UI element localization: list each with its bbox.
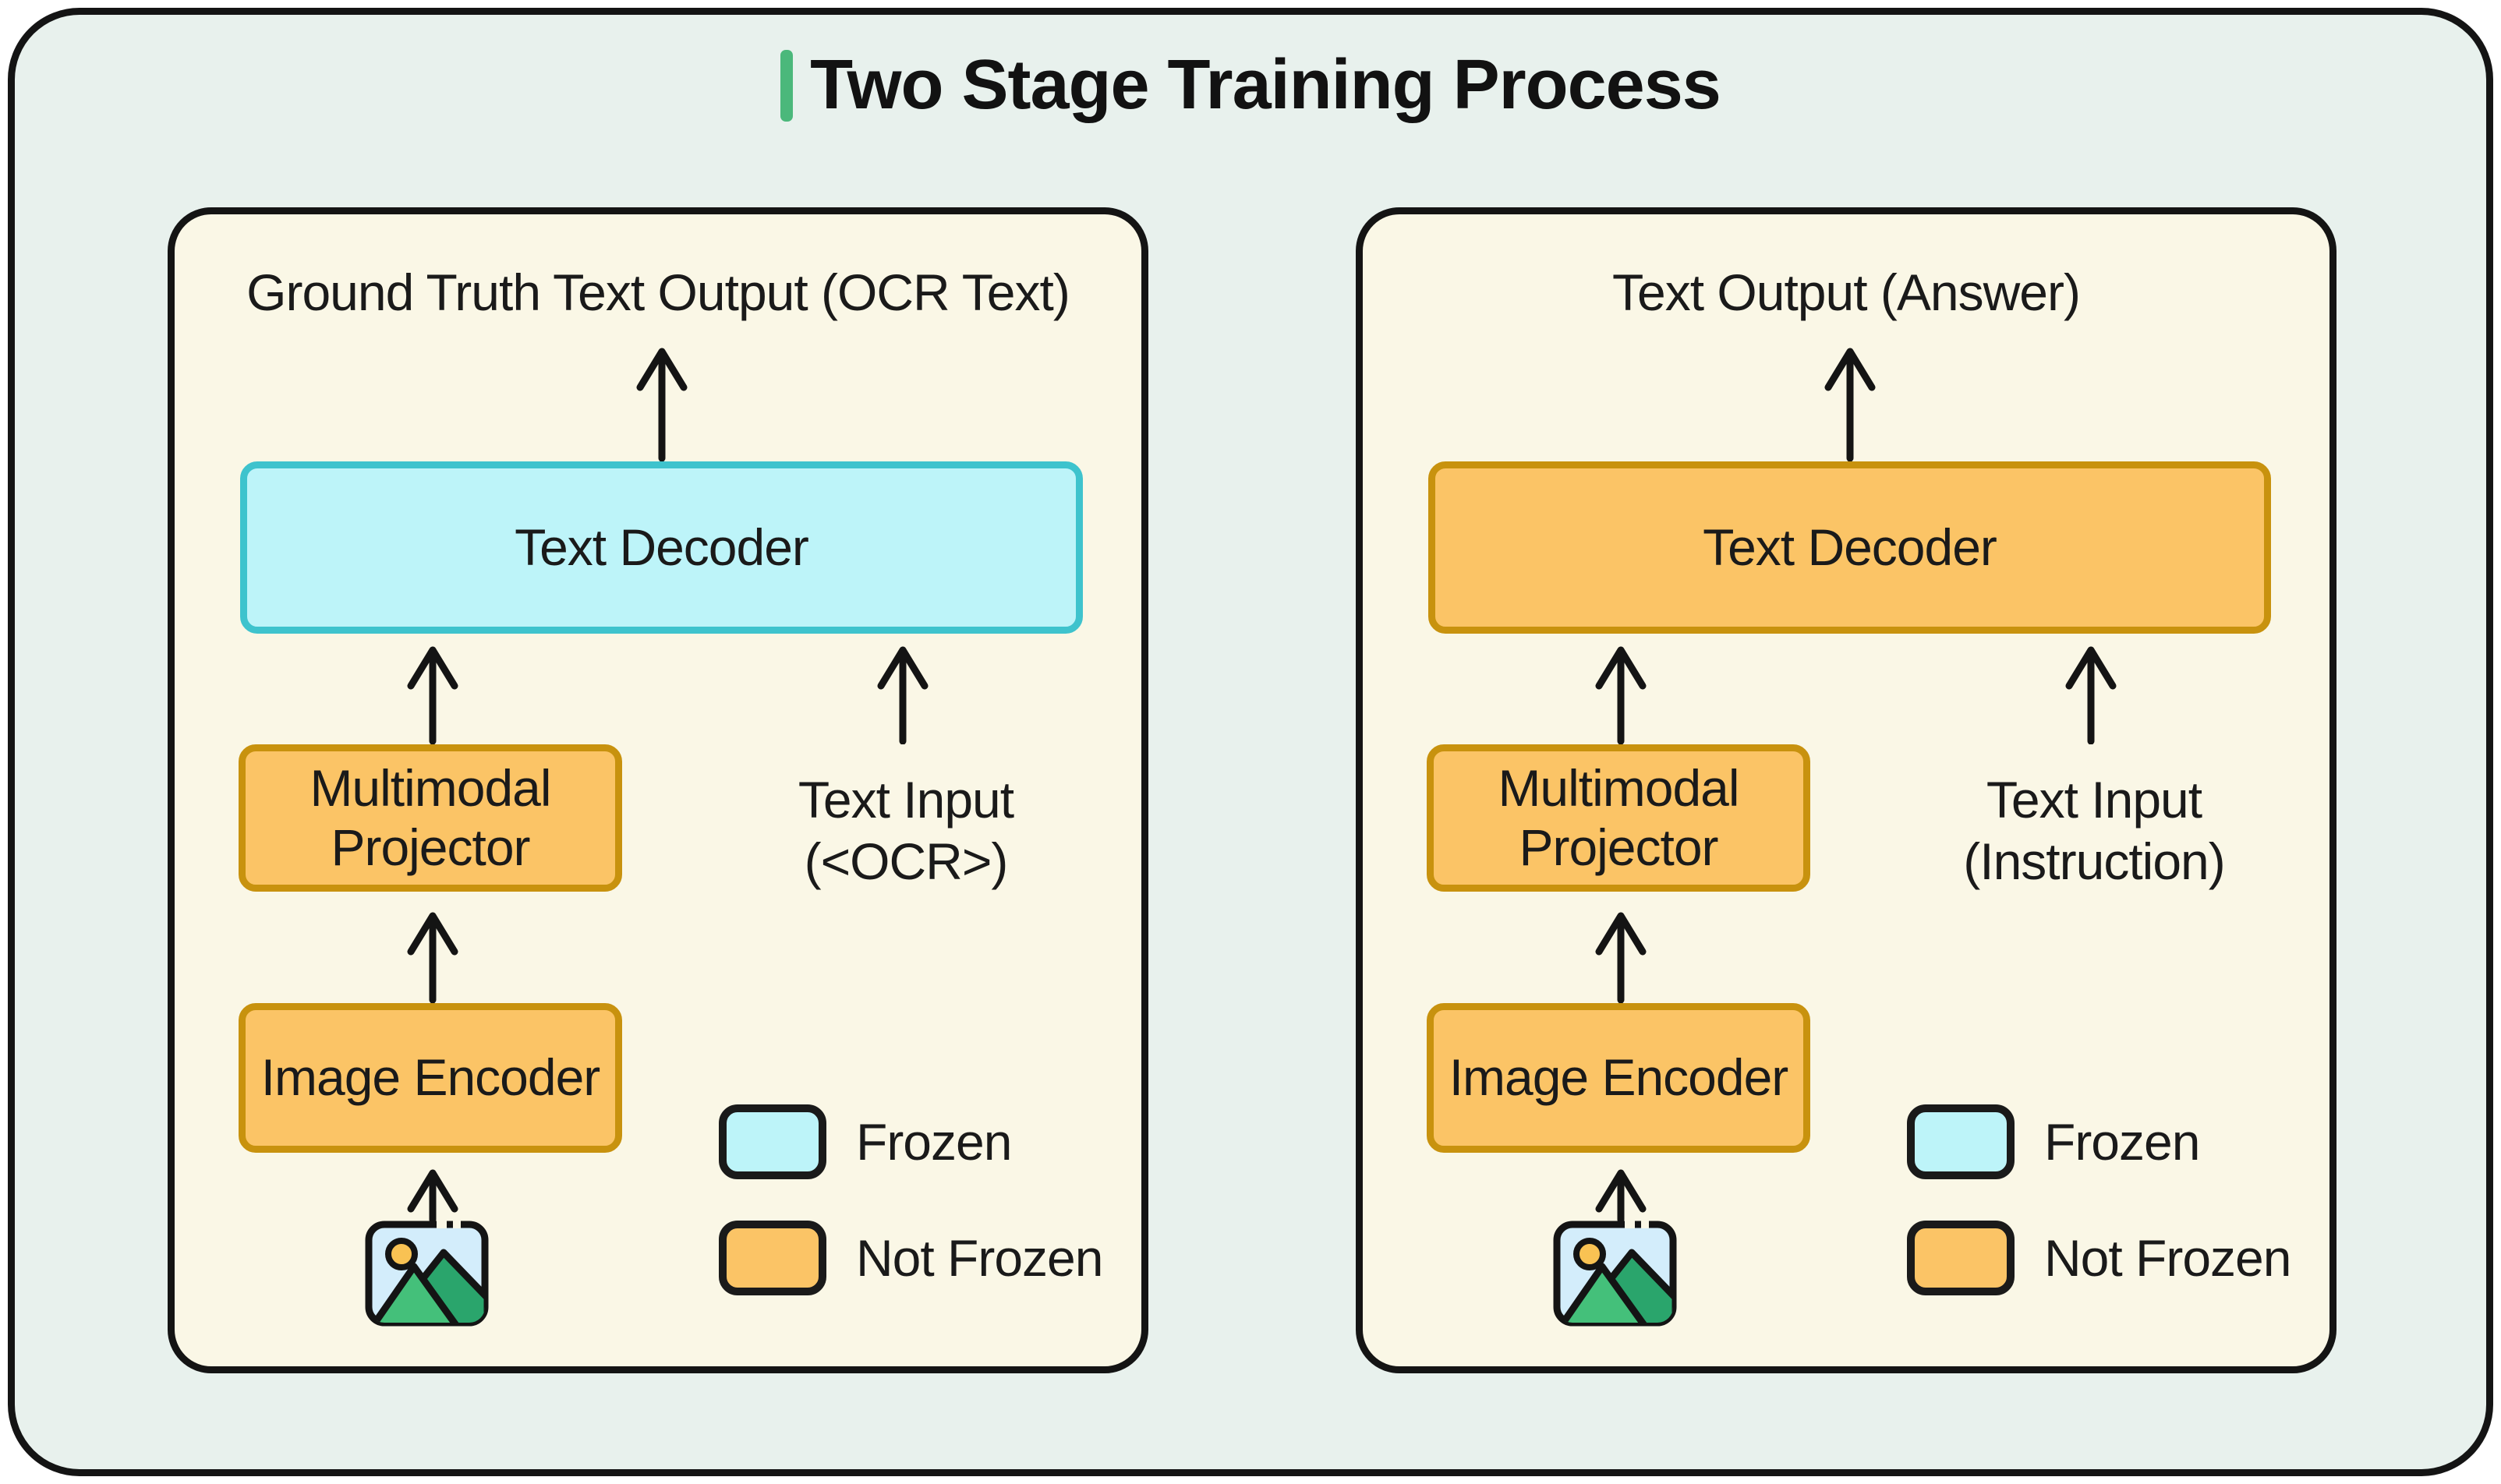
arrow-up-icon: [877, 646, 929, 744]
title-accent-bar: [780, 49, 794, 122]
legend-frozen-label: Frozen: [856, 1113, 1012, 1171]
text-input-line1: Text Input: [1986, 771, 2202, 829]
legend-row-not-frozen: Not Frozen: [719, 1221, 1103, 1295]
arrow-up-icon: [1824, 348, 1876, 461]
text-decoder-label: Text Decoder: [1703, 518, 1997, 576]
arrow-up-icon: [1595, 1169, 1647, 1223]
arrow-up-icon: [1595, 646, 1647, 744]
stage2-panel: Text Output (Answer) Text Decoder Multim…: [1356, 207, 2337, 1373]
text-input-label: Text Input (Instruction): [1907, 769, 2281, 892]
image-icon: [1553, 1218, 1677, 1327]
stage1-panel: Ground Truth Text Output (OCR Text) Text…: [168, 207, 1148, 1373]
projector-label-line1: Multimodal: [1498, 758, 1739, 817]
text-input-label: Text Input (<OCR>): [719, 769, 1093, 892]
arrow-up-icon: [1595, 912, 1647, 1003]
figure-title: Two Stage Training Process: [810, 46, 1721, 124]
text-input-line2: (<OCR>): [804, 832, 1009, 891]
legend-not-frozen-swatch: [719, 1221, 826, 1295]
arrow-up-icon: [407, 1169, 458, 1223]
arrow-up-icon: [407, 912, 458, 1003]
projector-label-line2: Projector: [331, 818, 530, 876]
legend-row-frozen: Frozen: [719, 1104, 1012, 1179]
projector-label-line1: Multimodal: [310, 758, 551, 817]
legend-not-frozen-swatch: [1907, 1221, 2015, 1295]
text-decoder-box: Text Decoder: [240, 461, 1083, 634]
arrow-up-icon: [407, 646, 458, 744]
stage1-output-label: Ground Truth Text Output (OCR Text): [246, 263, 1070, 321]
stage2-output-label: Text Output (Answer): [1612, 263, 2081, 321]
legend-not-frozen-label: Not Frozen: [856, 1229, 1103, 1287]
image-encoder-box: Image Encoder: [1427, 1003, 1810, 1153]
arrow-up-icon: [2065, 646, 2117, 744]
text-input-line2: (Instruction): [1963, 832, 2225, 891]
image-encoder-label: Image Encoder: [1449, 1048, 1789, 1107]
text-input-line1: Text Input: [798, 771, 1014, 829]
text-decoder-box: Text Decoder: [1428, 461, 2271, 634]
figure-title-row: Two Stage Training Process: [0, 45, 2501, 125]
multimodal-projector-box: Multimodal Projector: [1427, 744, 1810, 892]
legend-row-frozen: Frozen: [1907, 1104, 2200, 1179]
image-encoder-label: Image Encoder: [260, 1048, 601, 1107]
image-icon: [365, 1218, 489, 1327]
legend-not-frozen-label: Not Frozen: [2044, 1229, 2291, 1287]
text-decoder-label: Text Decoder: [515, 518, 809, 576]
legend-frozen-swatch: [719, 1104, 826, 1179]
legend-frozen-label: Frozen: [2044, 1113, 2200, 1171]
arrow-up-icon: [636, 348, 688, 461]
image-encoder-box: Image Encoder: [239, 1003, 622, 1153]
projector-label-line2: Projector: [1519, 818, 1718, 876]
legend-row-not-frozen: Not Frozen: [1907, 1221, 2291, 1295]
legend-frozen-swatch: [1907, 1104, 2015, 1179]
multimodal-projector-box: Multimodal Projector: [239, 744, 622, 892]
